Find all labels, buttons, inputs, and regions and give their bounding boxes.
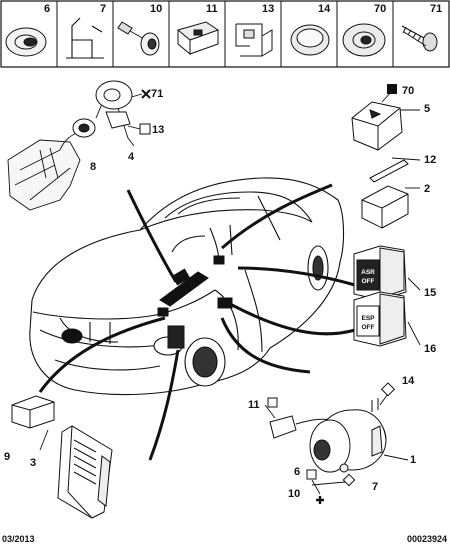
screw-icon — [401, 25, 438, 52]
bracket-part — [369, 159, 409, 183]
ecu-module — [57, 425, 113, 519]
callout-15: 15 — [424, 287, 436, 299]
header-ref-11: 11 — [206, 3, 218, 15]
square-marker-icon — [139, 123, 151, 135]
header-ref-13: 13 — [262, 3, 274, 15]
esp-switch: ESP OFF — [353, 291, 407, 347]
bracket-clip-icon — [235, 23, 273, 57]
connector-plug-icon — [176, 21, 220, 56]
interior-harness — [157, 255, 233, 349]
header-ref-7: 7 — [100, 3, 106, 15]
header-ref-6: 6 — [44, 3, 50, 15]
callout-16: 16 — [424, 343, 436, 355]
asr-off-label: OFF — [362, 278, 375, 285]
thin-leaders — [39, 89, 421, 495]
diamond-marker-icon — [342, 473, 356, 487]
abs-pump-unit — [309, 398, 387, 473]
steering-column-detail — [7, 131, 81, 211]
esp-off-label: OFF — [362, 324, 375, 331]
header-strip: 6 7 10 11 13 14 70 71 — [0, 0, 450, 68]
footer-ref: 00023924 — [406, 534, 447, 544]
callout-1: 1 — [410, 454, 416, 466]
relay-box — [11, 395, 55, 429]
header-ref-71: 71 — [430, 3, 442, 15]
asr-switch: ASR OFF — [353, 245, 407, 301]
footer-date: 03/2013 — [2, 534, 35, 544]
callout-14: 14 — [402, 375, 415, 387]
cross-marker-icon — [141, 89, 151, 99]
rubber-boot-icon — [342, 23, 386, 57]
square-marker-icon — [306, 469, 317, 480]
push-pin-icon — [117, 21, 160, 56]
control-unit-small — [361, 185, 409, 229]
relay-module — [351, 101, 403, 151]
callout-3: 3 — [30, 457, 36, 469]
callout-4: 4 — [128, 151, 135, 163]
callout-6: 6 — [294, 466, 300, 478]
blanking-plug-icon — [290, 24, 330, 56]
callout-5: 5 — [424, 103, 430, 115]
esp-label: ESP — [361, 315, 375, 322]
callout-2: 2 — [424, 183, 430, 195]
callout-71: 71 — [151, 88, 163, 100]
callout-10: 10 — [288, 488, 300, 500]
callout-9: 9 — [4, 451, 10, 463]
header-ref-70: 70 — [374, 3, 386, 15]
diamond-marker-icon — [380, 382, 396, 397]
square-marker-icon — [267, 397, 278, 408]
callout-7: 7 — [372, 481, 378, 493]
filled-square-marker-icon — [387, 84, 397, 94]
callout-70: 70 — [402, 85, 414, 97]
header-ref-14: 14 — [318, 3, 331, 15]
callout-13: 13 — [152, 124, 164, 136]
asr-label: ASR — [361, 269, 375, 276]
leader-lines — [38, 183, 356, 461]
rotary-sensor — [95, 80, 133, 129]
wiring-connector — [269, 415, 333, 439]
grommet-icon — [5, 27, 47, 57]
wire-clip-icon — [66, 17, 104, 59]
header-ref-10: 10 — [150, 3, 162, 15]
callout-11: 11 — [248, 399, 260, 411]
plus-marker-icon — [316, 496, 324, 504]
bush-part — [72, 118, 96, 138]
callout-8: 8 — [90, 161, 96, 173]
callout-12: 12 — [424, 154, 436, 166]
